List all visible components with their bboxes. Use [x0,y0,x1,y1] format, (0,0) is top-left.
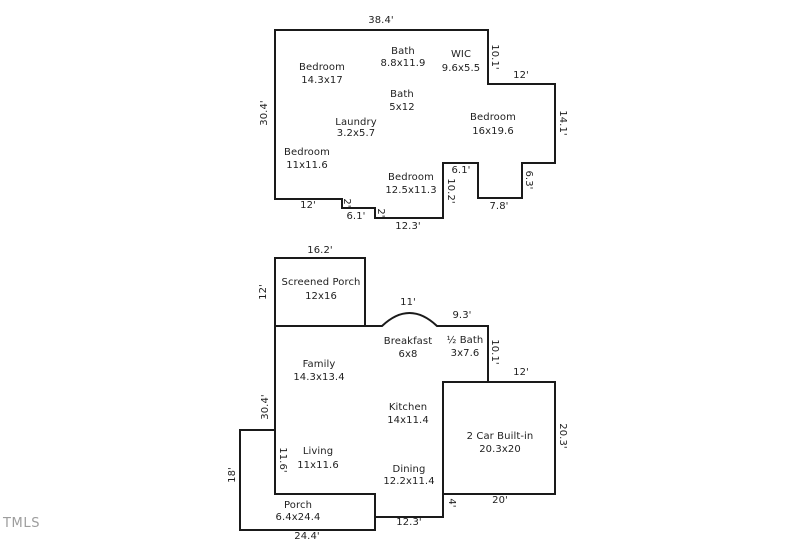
room-size-label: 9.6x5.5 [441,63,481,74]
dimension-label: 2' [341,198,352,208]
dimension-label: 10.1' [489,44,500,70]
dimension-label: 30.4' [260,394,271,420]
room-size-label: 12.5x11.3 [385,185,437,196]
room-name-label: Screened Porch [281,277,361,288]
room-size-label: 12.2x11.4 [383,476,435,487]
room-name-label: Bath [390,89,414,100]
porch-outline [239,429,376,531]
room-name-label: ½ Bath [446,335,484,346]
dimension-label: 11.6' [277,447,288,473]
dimension-label: 6.1' [346,211,366,222]
room-size-label: 8.8x11.9 [380,58,426,69]
dimension-label: 38.4' [368,15,394,26]
dimension-label: 7.8' [489,201,509,212]
dimension-label: 6.3' [523,170,534,190]
room-name-label: Laundry [335,117,377,128]
dimension-label: 20.3' [557,423,568,449]
dimension-label: 12' [513,367,529,378]
room-name-label: Bedroom [470,112,516,123]
room-name-label: Bedroom [284,147,330,158]
room-size-label: 14.3x13.4 [293,372,345,383]
tmls-watermark: TMLS [3,516,41,531]
room-name-label: WIC [450,49,472,60]
room-name-label: Kitchen [388,402,428,413]
room-size-label: 14x11.4 [387,415,429,426]
dimension-label: 12.3' [396,517,422,528]
dimension-label: 10.2' [445,178,456,204]
dimension-label: 30.4' [259,100,270,126]
dimension-label: 20' [492,495,508,506]
dimension-label: 9.3' [452,310,472,321]
room-size-label: 16x19.6 [472,126,514,137]
dimension-label: 2' [375,208,386,218]
room-size-label: 3x7.6 [450,348,480,359]
dimension-label: 6.1' [451,165,471,176]
dimension-label: 12' [258,284,269,300]
room-size-label: 6x8 [398,349,418,360]
dimension-label: 24.4' [294,531,320,542]
dimension-label: 18' [227,467,238,483]
room-name-label: Living [302,446,334,457]
room-name-label: Bedroom [388,172,434,183]
room-name-label: 2 Car Built-in [466,431,534,442]
garage-outline [442,381,556,495]
room-size-label: 11x11.6 [297,460,339,471]
room-size-label: 3.2x5.7 [336,128,376,139]
room-name-label: Bedroom [299,62,345,73]
room-size-label: 5x12 [389,102,415,113]
dimension-label: 12' [513,70,529,81]
dimension-label: 4' [446,498,457,508]
main-floor-outline [274,312,489,518]
upper-floor-outline [274,29,556,219]
room-name-label: Family [302,359,336,370]
room-name-label: Porch [283,500,313,511]
room-size-label: 11x11.6 [286,160,328,171]
dimension-label: 10.1' [489,339,500,365]
room-size-label: 20.3x20 [479,444,521,455]
dimension-label: 12' [300,200,316,211]
dimension-label: 12.3' [395,221,421,232]
room-name-label: Dining [392,464,426,475]
dimension-label: 16.2' [307,245,333,256]
room-name-label: Breakfast [383,336,433,347]
dimension-label: 11' [400,297,416,308]
room-size-label: 14.3x17 [301,75,343,86]
room-size-label: 12x16 [305,291,337,302]
room-name-label: Bath [391,46,415,57]
dimension-label: 14.1' [557,110,568,136]
room-size-label: 6.4x24.4 [275,512,321,523]
